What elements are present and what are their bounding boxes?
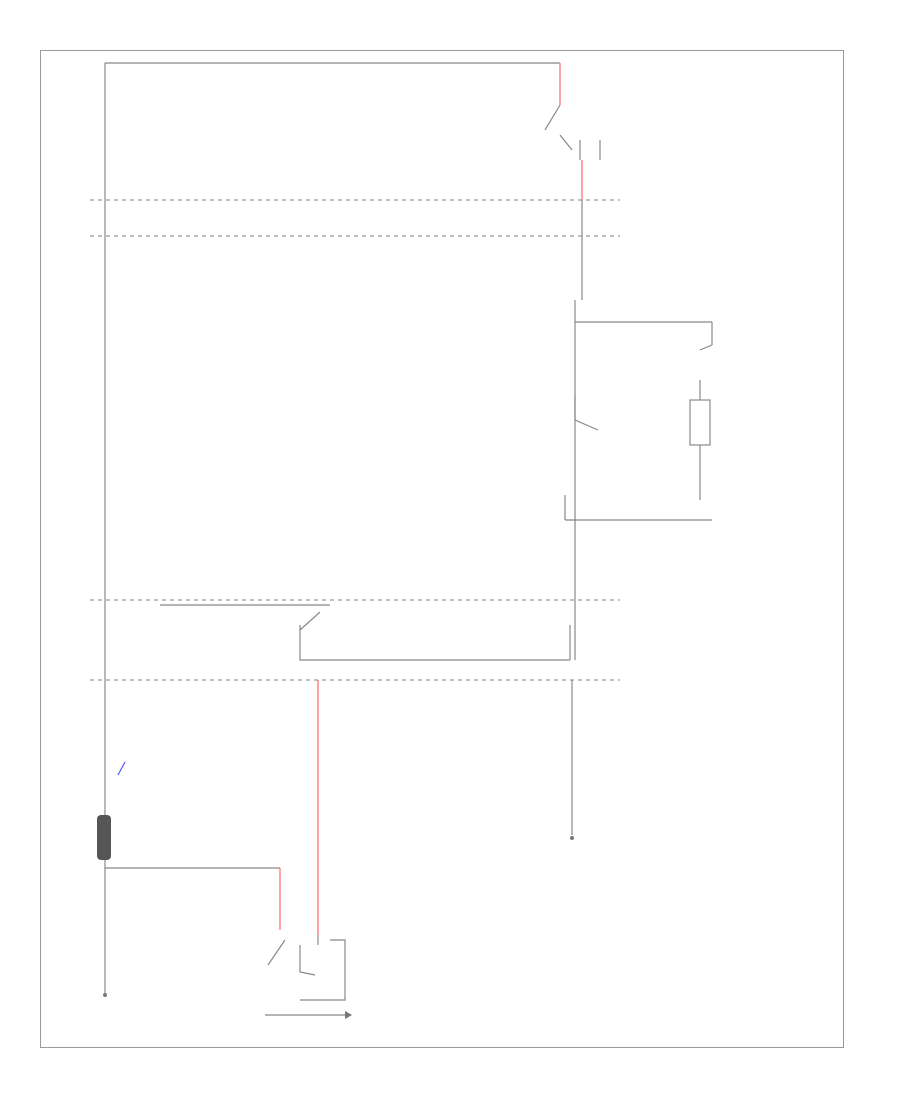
diagram-frame [40,50,844,1048]
ground-point-right [570,836,574,840]
pedal-switch [117,761,126,776]
ecu-relay-contact [299,611,571,661]
clutch-coil [97,815,111,860]
sensor-switch-upper [699,344,713,400]
ignition-switch [544,104,601,160]
ground-point-left [103,993,107,997]
pressure-switch [574,395,599,431]
sensor-element [689,399,711,446]
starter-ground-arrow [345,1011,352,1019]
starter-solenoid [267,935,346,1001]
